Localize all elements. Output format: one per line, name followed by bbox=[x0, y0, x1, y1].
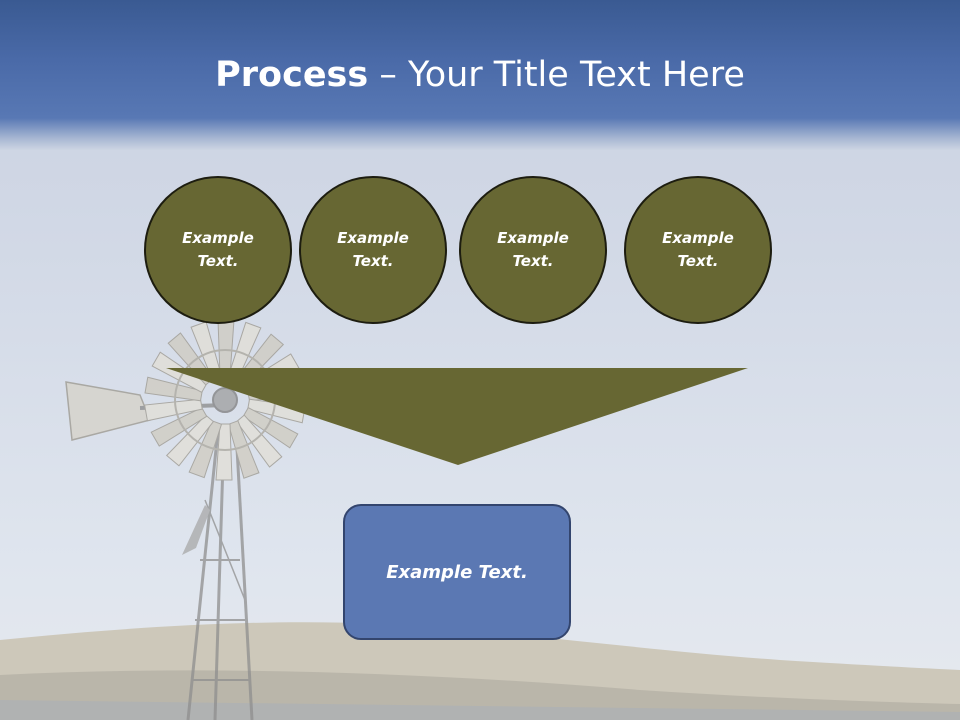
step-circle-4[interactable]: Example Text. bbox=[624, 176, 772, 324]
windmill-blade bbox=[165, 414, 215, 467]
header-band bbox=[0, 0, 960, 150]
windmill-blade bbox=[150, 407, 208, 447]
hills-image bbox=[0, 622, 960, 720]
step-circle-2[interactable]: Example Text. bbox=[299, 176, 447, 324]
windmill-image bbox=[65, 319, 306, 720]
step-circle-4-label: Example Text. bbox=[662, 229, 734, 270]
step-circle-1[interactable]: Example Text. bbox=[144, 176, 292, 324]
step-circle-3-label: Example Text. bbox=[497, 229, 569, 270]
windmill-blade bbox=[227, 420, 260, 479]
windmill-blade bbox=[215, 423, 233, 481]
title-rest: – Your Title Text Here bbox=[368, 55, 745, 95]
title-bold: Process bbox=[215, 55, 369, 95]
windmill-blade bbox=[188, 420, 223, 479]
windmill-blade bbox=[235, 414, 283, 468]
windmill-blade bbox=[242, 407, 299, 449]
page-title: Process – Your Title Text Here bbox=[0, 52, 960, 98]
step-circle-1-label: Example Text. bbox=[182, 229, 254, 270]
windmill-blade bbox=[144, 398, 203, 422]
result-box-label: Example Text. bbox=[386, 561, 528, 583]
funnel-arrow bbox=[166, 368, 748, 465]
windmill-blade bbox=[144, 376, 203, 402]
step-circle-2-label: Example Text. bbox=[337, 229, 409, 270]
step-circle-3[interactable]: Example Text. bbox=[459, 176, 607, 324]
result-box[interactable]: Example Text. bbox=[343, 504, 571, 640]
